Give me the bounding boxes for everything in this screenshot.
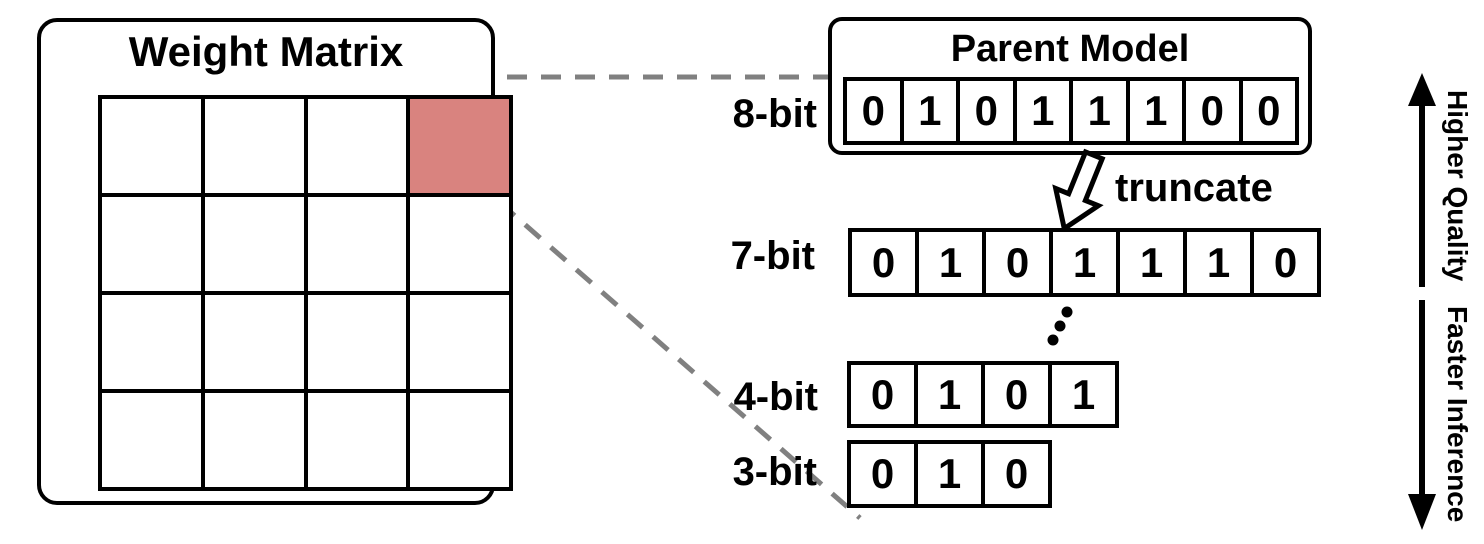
bit-cell: 1	[1014, 79, 1071, 143]
bit-cell: 0	[1252, 230, 1319, 295]
weight-matrix-title: Weight Matrix	[128, 28, 404, 75]
matrix-cell	[100, 391, 203, 489]
matrix-cell	[408, 293, 511, 391]
matrix-cell	[100, 293, 203, 391]
weight-matrix-grid	[98, 95, 513, 491]
bit-cell: 1	[916, 442, 983, 506]
higher-quality-arrow-icon	[1408, 73, 1436, 287]
bit-cell: 0	[984, 230, 1051, 295]
bit-row-3bit: 0 1 0	[847, 440, 1052, 508]
faster-inference-label: Faster Inference	[1442, 305, 1473, 523]
bit-row-4bit: 0 1 0 1	[847, 361, 1119, 428]
bit-cell: 0	[1184, 79, 1241, 143]
bit-cell: 1	[1118, 230, 1185, 295]
bit-row-8bit: 0 1 0 1 1 1 0 0	[843, 77, 1299, 145]
matrix-cell	[408, 391, 511, 489]
matrix-cell	[305, 97, 409, 195]
parent-model-title: Parent Model	[950, 28, 1190, 70]
bit-row-7bit: 0 1 0 1 1 1 0	[848, 228, 1321, 297]
bit-cell: 1	[1051, 230, 1118, 295]
bit-cell: 1	[901, 79, 958, 143]
bit-cell: 1	[916, 363, 983, 426]
bit-cell: 0	[849, 363, 916, 426]
matrix-cell	[202, 97, 306, 195]
weight-matrix-box: Weight Matrix	[37, 18, 513, 505]
bit-cell: 1	[1185, 230, 1252, 295]
bit-cell: 0	[850, 230, 917, 295]
bit-label-3bit: 3-bit	[732, 450, 817, 494]
bit-cell: 0	[958, 79, 1015, 143]
matrix-cell	[202, 391, 306, 489]
bit-cell: 0	[983, 442, 1050, 506]
matrix-cell	[100, 195, 203, 293]
bit-cell: 1	[917, 230, 984, 295]
ellipsis-dots-icon	[1047, 306, 1073, 346]
bit-label-7bit: 7-bit	[730, 234, 815, 278]
bit-label-4bit: 4-bit	[733, 375, 818, 419]
bit-cell: 1	[1071, 79, 1128, 143]
bit-cell: 1	[1050, 363, 1117, 426]
bit-cell: 1	[1127, 79, 1184, 143]
bit-cell: 0	[1240, 79, 1297, 143]
matrix-cell	[100, 97, 203, 195]
bit-label-8bit: 8-bit	[732, 92, 817, 136]
matrix-cell	[305, 293, 409, 391]
matrix-cell	[202, 195, 306, 293]
matrix-cell	[305, 195, 409, 293]
matrix-cell-highlighted	[408, 97, 511, 195]
matrix-cell	[305, 391, 409, 489]
higher-quality-label: Higher Quality	[1442, 90, 1473, 282]
bit-cell: 0	[983, 363, 1050, 426]
faster-inference-arrow-icon	[1408, 300, 1436, 530]
bit-cell: 0	[849, 442, 916, 506]
matrix-cell	[202, 293, 306, 391]
bit-cell: 0	[845, 79, 902, 143]
truncate-arrow-icon	[1052, 148, 1106, 233]
matrix-cell	[408, 195, 511, 293]
truncate-label: truncate	[1115, 166, 1273, 210]
